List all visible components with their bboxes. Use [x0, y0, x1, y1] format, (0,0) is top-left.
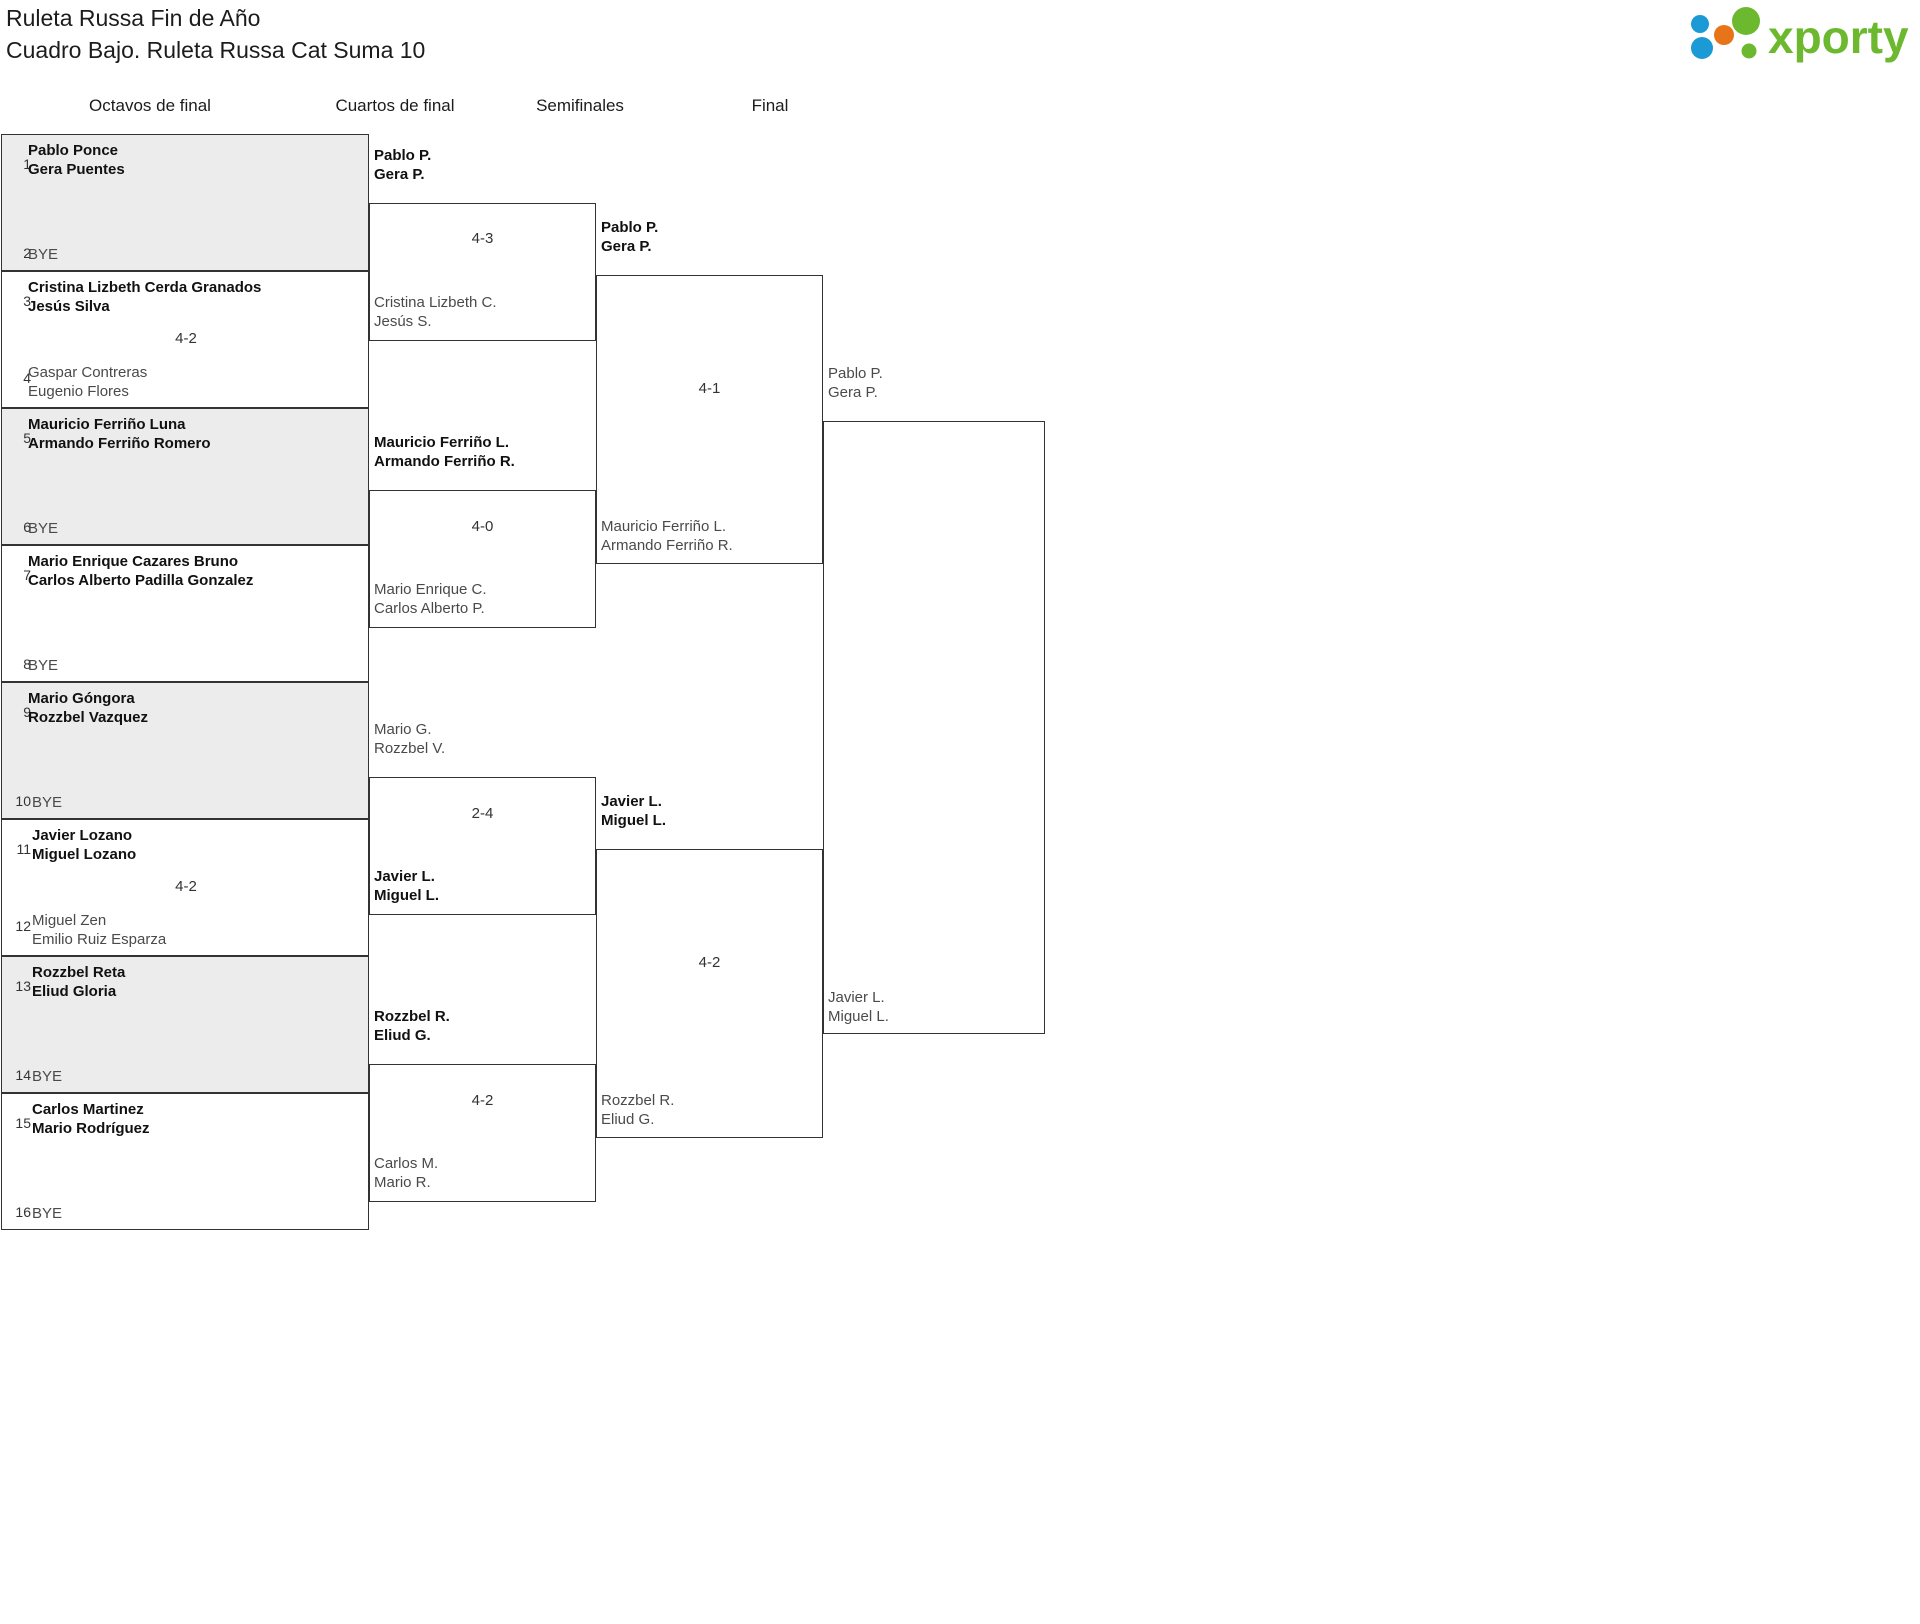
- table-row[interactable]: 13 Rozzbel Reta Eliud Gloria 14 BYE: [1, 956, 369, 1093]
- match-connector-qf4[interactable]: [369, 1064, 596, 1202]
- match-connector-sf1[interactable]: [596, 275, 823, 564]
- seed-number: 10: [15, 793, 31, 809]
- table-row[interactable]: 5 Mauricio Ferriño Luna Armando Ferriño …: [1, 408, 369, 545]
- seed-number: 3: [23, 293, 31, 309]
- list-item: Cristina Lizbeth C. Jesús S.: [374, 294, 497, 330]
- list-item: Javier L. Miguel L.: [374, 868, 439, 904]
- list-item: Mauricio Ferriño L. Armando Ferriño R.: [374, 434, 515, 470]
- seed-number: 1: [23, 156, 31, 172]
- list-item: Javier L. Miguel L.: [601, 793, 666, 829]
- match-score: 4-2: [698, 954, 721, 971]
- match-score: 4-3: [471, 230, 494, 247]
- list-item: Javier Lozano Miguel Lozano: [32, 827, 137, 863]
- match-score: 2-4: [471, 805, 494, 822]
- page-header: Ruleta Russa Fin de Año Cuadro Bajo. Rul…: [0, 0, 1920, 90]
- list-item: Mauricio Ferriño Luna Armando Ferriño Ro…: [28, 416, 211, 452]
- list-item: Cristina Lizbeth Cerda Granados Jesús Si…: [28, 279, 262, 315]
- round-label-octavos: Octavos de final: [89, 96, 211, 115]
- list-item: Rozzbel Reta Eliud Gloria: [32, 964, 126, 1000]
- list-item: BYE: [28, 657, 59, 674]
- list-item: Pablo P. Gera P.: [374, 147, 432, 183]
- list-item: Mario Enrique C. Carlos Alberto P.: [374, 581, 487, 617]
- logo-wordmark: xporty: [1768, 11, 1909, 63]
- seed-number: 4: [23, 370, 31, 386]
- match-connector-qf1[interactable]: [369, 203, 596, 341]
- seed-number: 14: [15, 1067, 31, 1083]
- list-item: Mario Enrique Cazares Bruno Carlos Alber…: [28, 553, 254, 589]
- list-item: Javier L. Miguel L.: [828, 989, 889, 1025]
- seed-number: 2: [23, 245, 31, 261]
- list-item: Mario Góngora Rozzbel Vazquez: [28, 690, 149, 726]
- list-item: BYE: [32, 794, 63, 811]
- page-title: Ruleta Russa Fin de Año Cuadro Bajo. Rul…: [6, 2, 425, 66]
- seed-number: 15: [15, 1115, 31, 1131]
- seed-number: 13: [15, 978, 31, 994]
- list-item: Miguel Zen Emilio Ruiz Esparza: [32, 912, 167, 948]
- list-item: Carlos Martinez Mario Rodríguez: [32, 1101, 150, 1137]
- seed-number: 9: [23, 704, 31, 720]
- table-row[interactable]: 15 Carlos Martinez Mario Rodríguez 16 BY…: [1, 1093, 369, 1230]
- match-score: 4-1: [698, 380, 721, 397]
- seed-number: 11: [16, 841, 31, 857]
- list-item: Carlos M. Mario R.: [374, 1155, 439, 1191]
- list-item: BYE: [32, 1205, 63, 1222]
- list-item: Mario G. Rozzbel V.: [374, 721, 446, 757]
- seed-number: 8: [23, 656, 31, 672]
- match-score: 4-0: [471, 518, 494, 535]
- list-item: BYE: [28, 246, 59, 263]
- list-item: Rozzbel R. Eliud G.: [601, 1092, 675, 1128]
- seed-number: 5: [23, 430, 31, 446]
- match-connector-final[interactable]: [823, 421, 1045, 1034]
- match-connector-qf3[interactable]: [369, 777, 596, 915]
- list-item: Mauricio Ferriño L. Armando Ferriño R.: [601, 518, 733, 554]
- table-row[interactable]: 3 Cristina Lizbeth Cerda Granados Jesús …: [1, 271, 369, 408]
- table-row[interactable]: 9 Mario Góngora Rozzbel Vazquez 10 BYE: [1, 682, 369, 819]
- list-item: BYE: [28, 520, 59, 537]
- list-item: Pablo P. Gera P.: [601, 219, 659, 255]
- list-item: Rozzbel R. Eliud G.: [374, 1008, 450, 1044]
- table-row[interactable]: 1 Pablo Ponce Gera Puentes 2 BYE: [1, 134, 369, 271]
- match-connector-qf2[interactable]: [369, 490, 596, 628]
- tournament-subtitle: Cuadro Bajo. Ruleta Russa Cat Suma 10: [6, 37, 426, 63]
- list-item: Pablo P. Gera P.: [828, 365, 883, 401]
- table-row[interactable]: 11 Javier Lozano Miguel Lozano 12 Miguel…: [1, 819, 369, 956]
- table-row[interactable]: 7 Mario Enrique Cazares Bruno Carlos Alb…: [1, 545, 369, 682]
- tournament-name: Ruleta Russa Fin de Año: [6, 5, 261, 31]
- round-label-semifinales: Semifinales: [536, 96, 624, 115]
- list-item: BYE: [32, 1068, 63, 1085]
- round-label-final: Final: [751, 96, 789, 115]
- match-score: 4-2: [471, 1092, 494, 1109]
- seed-number: 6: [23, 519, 31, 535]
- seed-number: 7: [23, 567, 31, 583]
- match-score: 4-2: [175, 878, 197, 895]
- seed-number: 16: [15, 1204, 31, 1220]
- list-item: Gaspar Contreras Eugenio Flores: [28, 364, 148, 400]
- match-score: 4-2: [175, 330, 197, 347]
- match-connector-sf2[interactable]: [596, 849, 823, 1138]
- list-item: Pablo Ponce Gera Puentes: [28, 142, 125, 178]
- xporty-logo[interactable]: xporty: [1680, 6, 1910, 64]
- round-label-cuartos: Cuartos de final: [335, 96, 455, 115]
- seed-number: 12: [15, 918, 31, 934]
